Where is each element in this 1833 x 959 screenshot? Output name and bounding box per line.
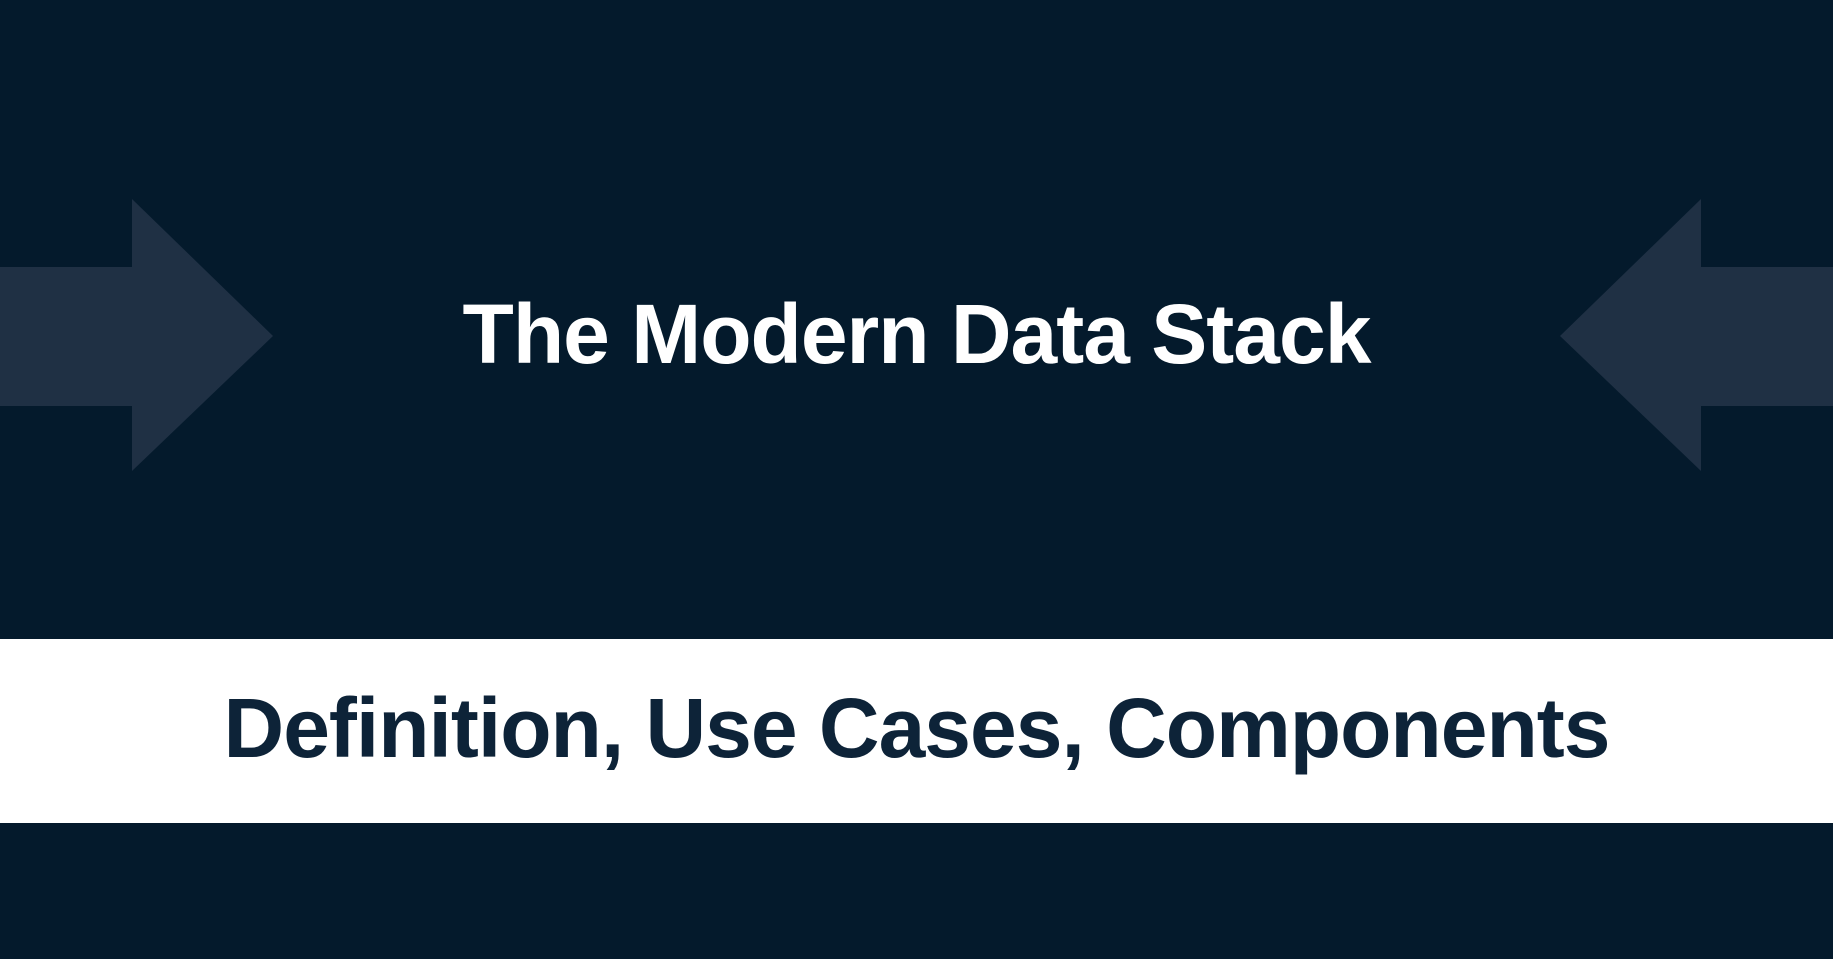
arrow-left-icon — [1560, 199, 1833, 471]
arrow-right-icon — [0, 199, 273, 471]
slide-title: The Modern Data Stack — [462, 287, 1372, 381]
subtitle-band: Definition, Use Cases, Components — [0, 639, 1833, 823]
arrow-right-shape — [0, 199, 273, 471]
slide-subtitle: Definition, Use Cases, Components — [223, 680, 1611, 775]
arrow-left-shape — [1560, 199, 1833, 471]
bottom-section — [0, 823, 1833, 959]
title-section: The Modern Data Stack — [0, 199, 1833, 471]
